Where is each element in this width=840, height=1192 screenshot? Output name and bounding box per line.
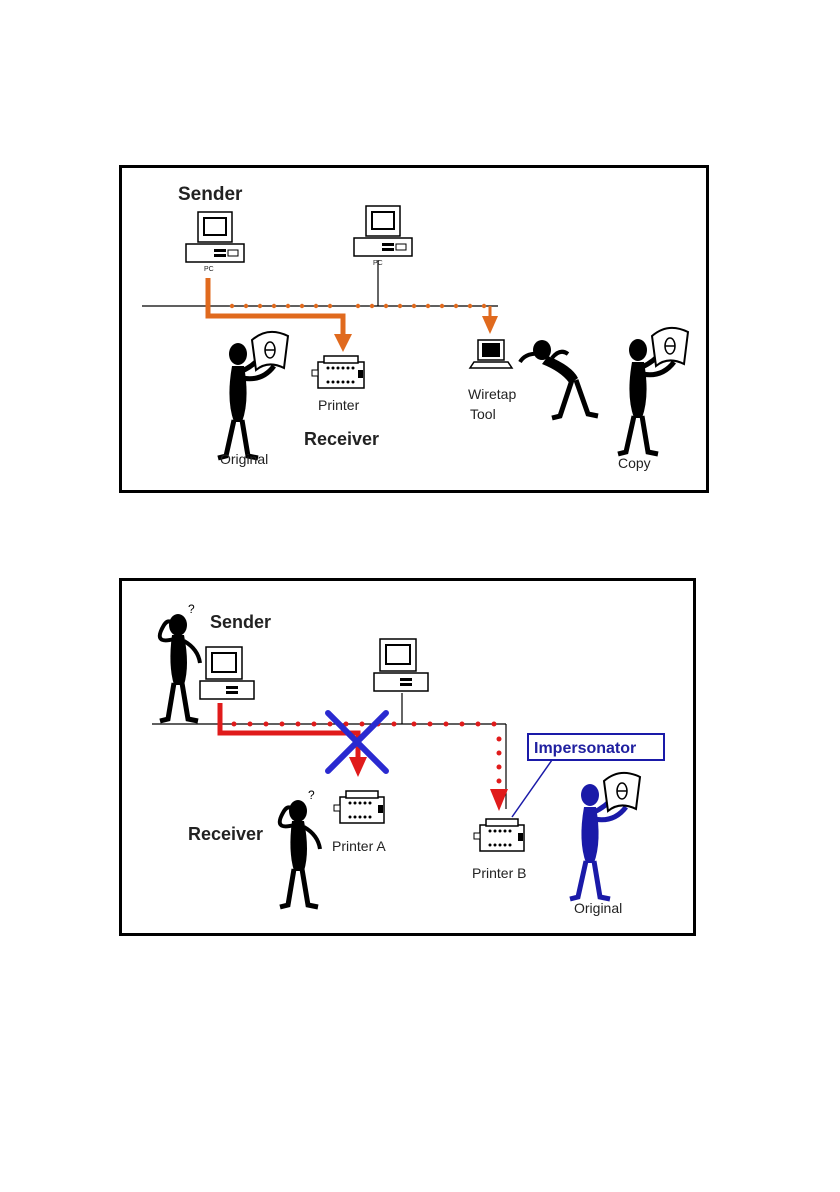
- eavesdropper-figure-icon: [520, 340, 598, 418]
- arrow-to-wiretap-icon: [482, 316, 498, 334]
- receiver-label: Receiver: [304, 429, 379, 449]
- transmission-path: [220, 703, 358, 759]
- printer-b-icon: [474, 819, 524, 851]
- impersonation-diagram-canvas: ?: [122, 581, 693, 933]
- network-pc-icon: [374, 639, 428, 691]
- sender-label: Sender: [178, 184, 243, 205]
- printer-icon: [312, 356, 364, 388]
- sender-pc-icon: [186, 212, 244, 262]
- impersonation-diagram: ?: [119, 578, 696, 936]
- printer-b-label: Printer B: [472, 865, 526, 881]
- arrow-to-printer-b-icon: [490, 789, 508, 811]
- printer-a-icon: [334, 791, 384, 823]
- arrow-to-printer-a-icon: [349, 757, 367, 777]
- wiretap-laptop-icon: [470, 340, 512, 368]
- original-label: Original: [574, 900, 622, 916]
- printer-a-label: Printer A: [332, 838, 386, 854]
- puzzled-receiver-figure-icon: [280, 788, 320, 907]
- pc-tag-2: PC: [373, 260, 383, 267]
- printer-label: Printer: [318, 397, 360, 413]
- sender-pc-icon: [200, 647, 254, 699]
- wiretap-diagram-canvas: PC PC Sender Printer Receiver Wiretap To…: [122, 168, 706, 490]
- original-label: Original: [220, 451, 268, 467]
- original-holder-figure-icon: [218, 332, 288, 458]
- impersonator-label: Impersonator: [534, 740, 636, 757]
- impersonator-pointer: [512, 760, 552, 817]
- wiretap-label-line1: Wiretap: [468, 386, 516, 402]
- wiretap-label-line2: Tool: [470, 406, 496, 422]
- puzzled-sender-figure-icon: [160, 602, 200, 721]
- copy-holder-figure-icon: [618, 328, 688, 454]
- impersonator-figure-icon: [570, 773, 640, 899]
- receiver-label: Receiver: [188, 824, 263, 844]
- sender-label: Sender: [210, 612, 271, 632]
- copy-label: Copy: [618, 455, 651, 471]
- arrow-to-printer-icon: [334, 334, 352, 352]
- network-pc-icon: [354, 206, 412, 256]
- wiretap-diagram: PC PC Sender Printer Receiver Wiretap To…: [119, 165, 709, 493]
- pc-tag: PC: [204, 266, 214, 273]
